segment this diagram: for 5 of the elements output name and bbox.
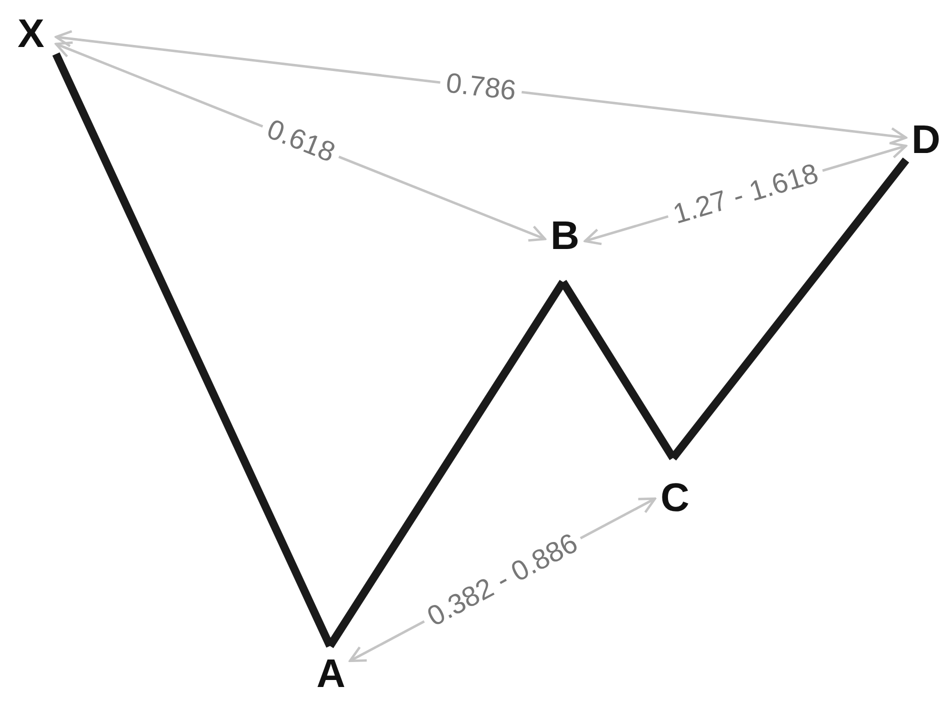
point-label: X bbox=[6, 14, 56, 54]
point-label: D bbox=[906, 118, 946, 162]
point-label: C bbox=[655, 458, 695, 518]
point-label: A bbox=[312, 648, 350, 694]
point-label: B bbox=[545, 216, 585, 278]
